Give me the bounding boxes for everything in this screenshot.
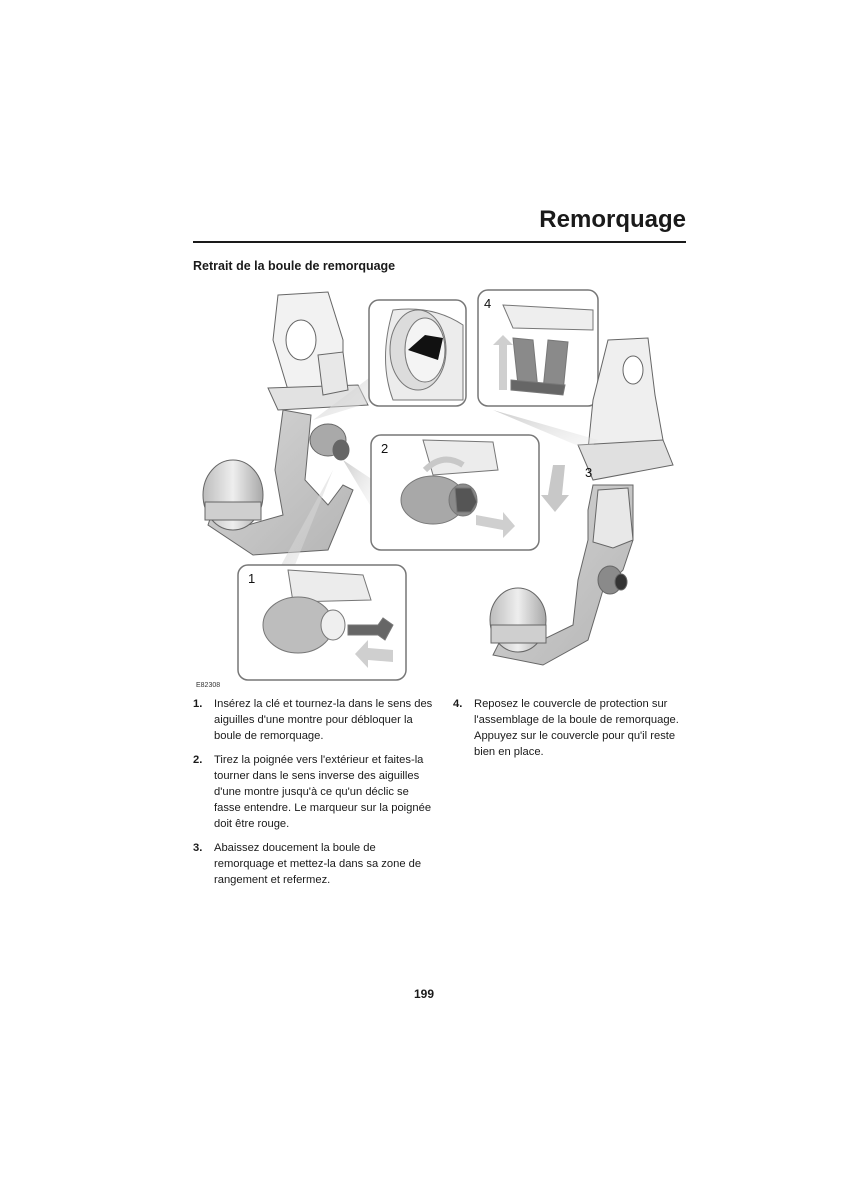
- step-number: 2.: [193, 754, 203, 766]
- beam-to-inset-1: [273, 470, 333, 580]
- left-tow-arm: [202, 409, 354, 556]
- inset-label-4: 4: [484, 296, 491, 311]
- left-bracket: [267, 291, 369, 411]
- figure-code: E82308: [196, 682, 221, 689]
- inset-top: [368, 299, 467, 407]
- inset-1: [237, 564, 407, 681]
- right-bracket: [577, 337, 674, 481]
- step-number: 1.: [193, 698, 203, 710]
- inset-4: [477, 289, 599, 407]
- inset-label-1: 1: [248, 571, 255, 586]
- step-4: 4. Reposez le couvercle de protection su…: [453, 696, 693, 760]
- step-text: Reposez le couvercle de protection sur l…: [474, 698, 679, 758]
- title-rule: [193, 241, 686, 243]
- step-3: 3. Abaissez doucement la boule de remorq…: [193, 840, 433, 888]
- beam-to-inset-4: [493, 410, 598, 450]
- step-number: 4.: [453, 698, 463, 710]
- inset-label-2: 2: [381, 441, 388, 456]
- inset-2: [370, 434, 540, 551]
- right-tow-arm: [489, 484, 634, 666]
- down-arrow: [541, 465, 569, 512]
- section-title: Retrait de la boule de remorquage: [193, 259, 396, 273]
- step-1: 1. Insérez la clé et tournez-la dans le …: [193, 696, 433, 744]
- step-number: 3.: [193, 842, 203, 854]
- step-text: Abaissez doucement la boule de remorquag…: [214, 842, 422, 886]
- beam-to-inset-2: [343, 460, 373, 510]
- inset-label-3: 3: [585, 465, 592, 480]
- step-2: 2. Tirez la poignée vers l'extérieur et …: [193, 752, 433, 832]
- step-text: Tirez la poignée vers l'extérieur et fai…: [214, 754, 432, 830]
- page-title: Remorquage: [539, 206, 686, 233]
- page-number: 199: [413, 987, 435, 1001]
- steps-column-right: 4. Reposez le couvercle de protection su…: [453, 696, 693, 768]
- tow-ball-removal-illustration: 1 2 3 4: [202, 289, 674, 681]
- steps-column-left: 1. Insérez la clé et tournez-la dans le …: [193, 696, 433, 896]
- step-text: Insérez la clé et tournez-la dans le sen…: [214, 698, 433, 742]
